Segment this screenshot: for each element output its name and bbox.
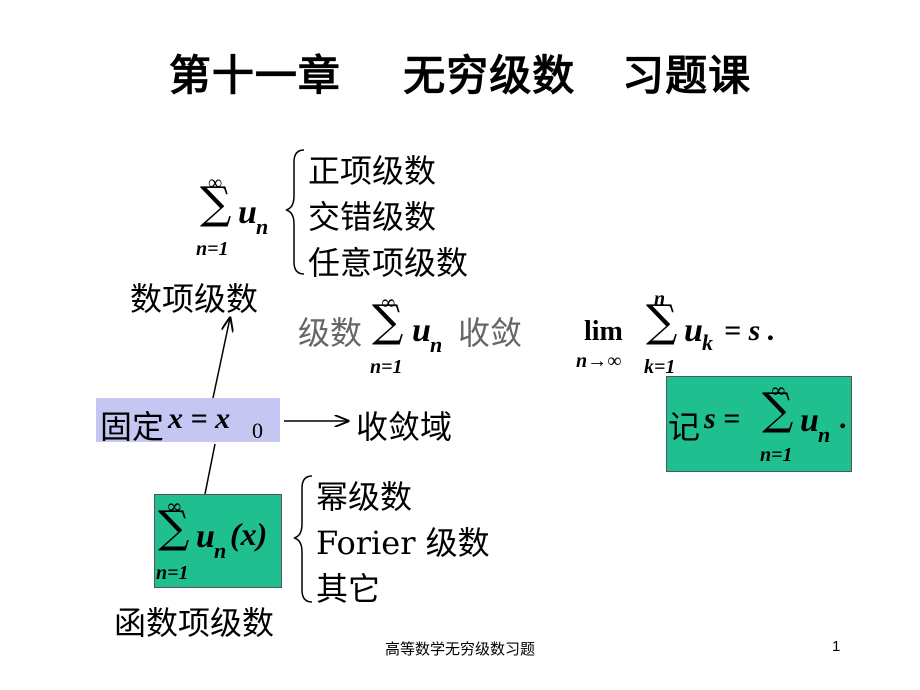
note-lhs: s = [704, 402, 741, 435]
fn-sum-upper: ∞ [166, 494, 183, 518]
brace-function-types [293, 475, 313, 603]
lim-sum-lower: k=1 [644, 356, 676, 378]
convergence-domain: 收敛域 [356, 408, 453, 446]
fn-term-arg: (x) [230, 516, 268, 552]
lim-term-u: u [684, 312, 703, 349]
note-sum-lower: n=1 [760, 444, 793, 466]
note-sum-upper: ∞ [770, 378, 787, 402]
fn-term-u: u [196, 518, 215, 555]
line-function-to-fixed [204, 443, 216, 495]
footer-text: 高等数学无穷级数习题 [384, 641, 535, 658]
convergence-prefix: 级数 [298, 314, 363, 352]
conv-sum-upper: ∞ [380, 290, 397, 314]
type-positive-series: 正项级数 [308, 152, 437, 190]
type-arbitrary-series: 任意项级数 [308, 244, 469, 282]
function-series-label: 函数项级数 [114, 604, 275, 642]
convergence-suffix: 收敛 [458, 314, 523, 352]
function-series-box [154, 494, 282, 588]
fn-term-sub: n [214, 538, 227, 563]
lim-subscript: n→∞ [576, 350, 622, 372]
numeric-series-label: 数项级数 [130, 280, 259, 318]
note-end: . [840, 402, 848, 435]
note-sigma-icon: ∑ [762, 384, 794, 435]
term-u-sub: n [256, 214, 269, 239]
page-number: 1 [832, 638, 841, 655]
conv-term-u: u [412, 312, 431, 349]
fn-sigma-icon: ∑ [158, 502, 190, 553]
slide-title: 第十一章 无穷级数 习题课 [168, 51, 752, 100]
sum-lower-limit: n=1 [196, 238, 229, 260]
type-other-series: 其它 [316, 570, 381, 608]
fixed-expr-sub: 0 [252, 418, 263, 443]
arrow-up-to-numeric [212, 318, 230, 399]
type-alternating-series: 交错级数 [308, 198, 437, 236]
note-term-sub: n [818, 422, 831, 447]
term-u: u [238, 194, 257, 231]
lim-rhs: = s . [724, 314, 776, 347]
fixed-prefix: 固定 [100, 408, 165, 446]
note-prefix: 记 [668, 408, 701, 446]
sigma-icon: ∑ [200, 178, 232, 229]
lim-sigma-icon: ∑ [646, 296, 678, 347]
note-term-u: u [800, 402, 819, 439]
fixed-x-box [96, 398, 280, 442]
sum-definition-box [666, 376, 852, 472]
type-power-series: 幂级数 [316, 478, 413, 516]
brace-numeric-types [285, 149, 305, 275]
lim-word: lim [584, 316, 623, 347]
conv-sum-lower: n=1 [370, 356, 403, 378]
conv-sigma-icon: ∑ [372, 296, 404, 347]
lim-sum-upper: n [654, 288, 666, 310]
fixed-expr: x = x [168, 402, 231, 435]
conv-term-sub: n [430, 332, 443, 357]
lim-term-sub: k [702, 330, 713, 355]
sum-upper-limit: ∞ [208, 172, 223, 194]
fn-sum-lower: n=1 [156, 562, 189, 584]
type-fourier-series: Forier 级数 [316, 524, 490, 562]
